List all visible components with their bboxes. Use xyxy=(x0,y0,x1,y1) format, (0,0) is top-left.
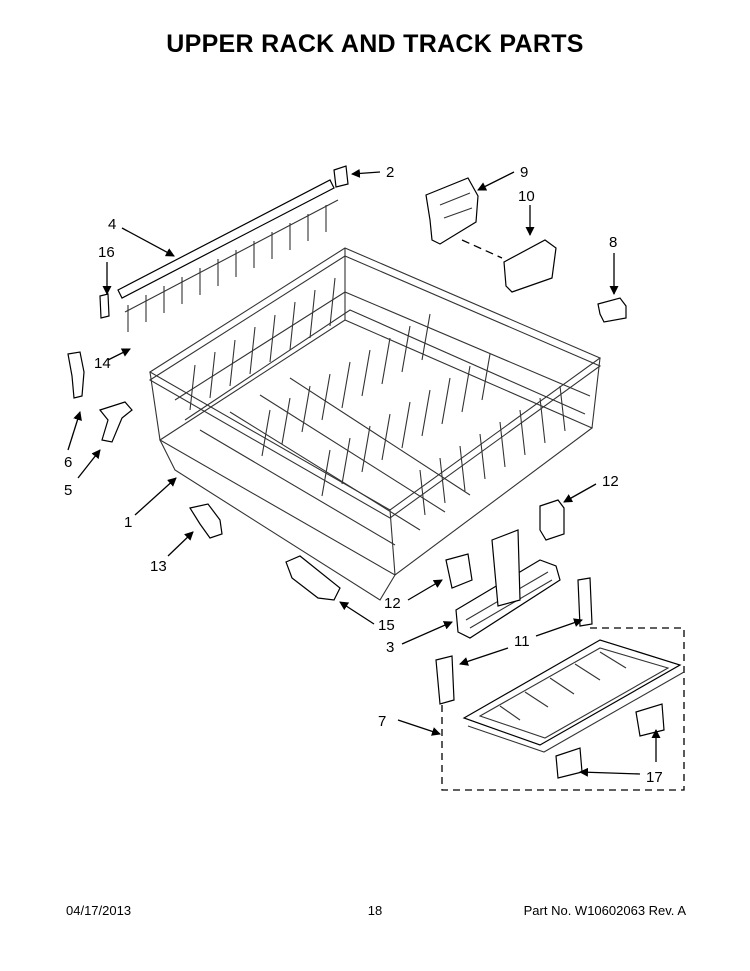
callout-3: 3 xyxy=(386,639,394,656)
callout-8: 8 xyxy=(609,234,617,251)
callout-17: 17 xyxy=(646,769,663,786)
callout-6: 6 xyxy=(64,454,72,471)
callout-14: 15 xyxy=(378,617,395,634)
footer-page-number: 18 xyxy=(367,903,383,918)
callout-12-right: 12 xyxy=(602,473,619,490)
callout-9: 9 xyxy=(520,164,528,181)
callout-2: 2 xyxy=(386,164,394,181)
footer-date: 04/17/2013 xyxy=(66,903,132,918)
callout-13: 13 xyxy=(150,558,167,575)
callout-10: 10 xyxy=(518,188,535,205)
callout-5: 5 xyxy=(64,482,72,499)
tine-rail xyxy=(117,179,339,332)
callout-labels: 2 9 10 8 4 16 14 6 5 1 13 12 12 15 3 11 … xyxy=(64,164,663,786)
rack-tines xyxy=(174,277,591,546)
callout-1: 1 xyxy=(124,514,132,531)
page-title: UPPER RACK AND TRACK PARTS xyxy=(166,30,584,58)
callout-16: 16 xyxy=(98,244,115,261)
callout-15: 14 xyxy=(94,355,111,372)
callout-11: 11 xyxy=(514,633,530,650)
callout-7: 7 xyxy=(378,713,386,730)
callout-12-middle: 12 xyxy=(384,595,401,612)
footer-part-number: Part No. W10602063 Rev. A xyxy=(523,903,686,918)
upper-rack xyxy=(148,247,602,601)
tray-assembly xyxy=(441,627,685,791)
callout-4: 4 xyxy=(108,216,116,233)
leader-lines xyxy=(67,168,661,777)
small-parts xyxy=(67,165,627,705)
